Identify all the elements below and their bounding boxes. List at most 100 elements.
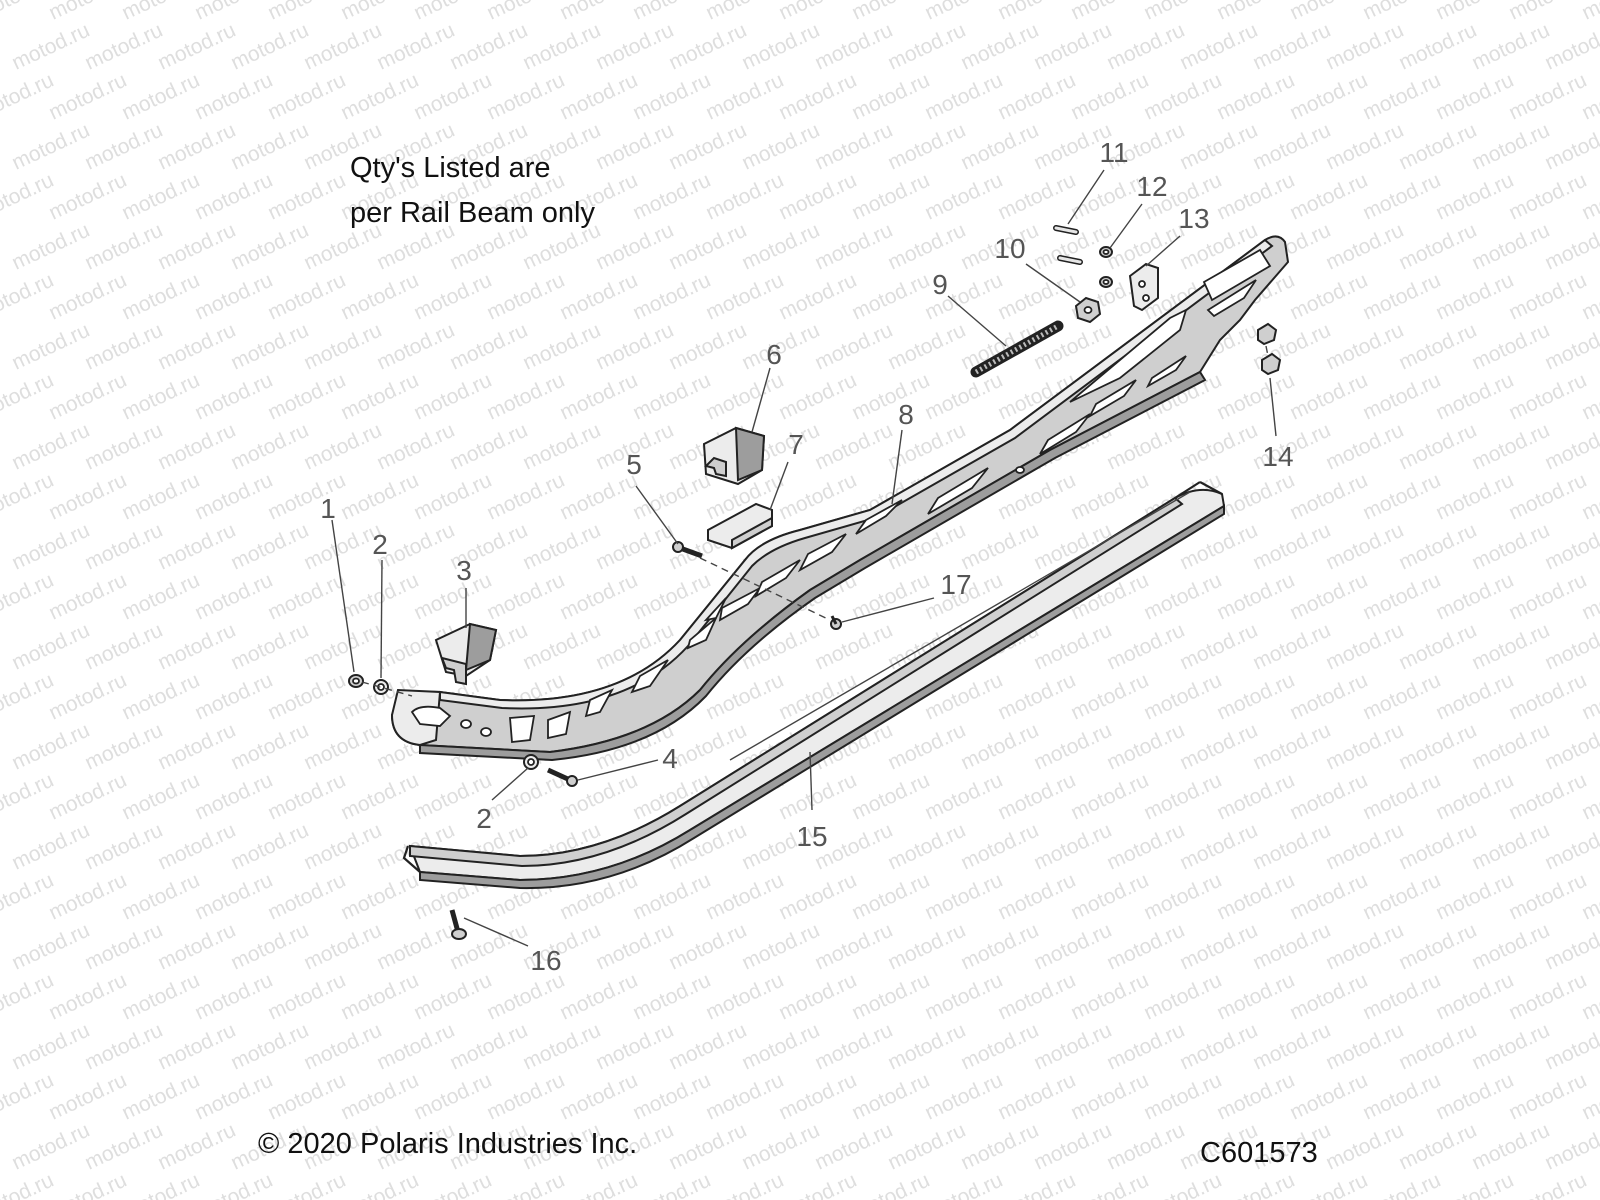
watermark-text: motod.ru xyxy=(446,419,531,475)
watermark-text: motod.ru xyxy=(1468,1119,1553,1175)
watermark-text: motod.ru xyxy=(884,19,969,75)
watermark-text: motod.ru xyxy=(994,1169,1079,1200)
callout-4: 4 xyxy=(662,743,678,774)
watermark-text: motod.ru xyxy=(1468,19,1553,75)
watermark-text: motod.ru xyxy=(702,969,787,1025)
watermark-text: motod.ru xyxy=(629,969,714,1025)
watermark-text: motod.ru xyxy=(191,769,276,825)
watermark-text: motod.ru xyxy=(1432,269,1517,325)
watermark-text: motod.ru xyxy=(1322,519,1407,575)
watermark-text: motod.ru xyxy=(0,1069,57,1125)
watermark-text: motod.ru xyxy=(1541,319,1600,375)
watermark-text: motod.ru xyxy=(884,219,969,275)
watermark-text: motod.ru xyxy=(1140,869,1225,925)
watermark-text: motod.ru xyxy=(191,69,276,125)
watermark-text: motod.ru xyxy=(337,269,422,325)
watermark-text: motod.ru xyxy=(1249,19,1334,75)
watermark-text: motod.ru xyxy=(1176,19,1261,75)
watermark-text: motod.ru xyxy=(702,269,787,325)
watermark-text: motod.ru xyxy=(264,969,349,1025)
watermark-text: motod.ru xyxy=(483,1169,568,1200)
watermark-text: motod.ru xyxy=(811,1119,896,1175)
watermark-text: motod.ru xyxy=(957,719,1042,775)
watermark-text: motod.ru xyxy=(191,1069,276,1125)
watermark-text: motod.ru xyxy=(629,69,714,125)
watermark-text: motod.ru xyxy=(1541,19,1600,75)
watermark-text: motod.ru xyxy=(300,419,385,475)
watermark-text: motod.ru xyxy=(227,319,312,375)
watermark-text: motod.ru xyxy=(702,369,787,425)
watermark-text: motod.ru xyxy=(629,269,714,325)
watermark-text: motod.ru xyxy=(592,219,677,275)
watermark-text: motod.ru xyxy=(994,669,1079,725)
callout-16: 16 xyxy=(530,945,561,976)
watermark-text: motod.ru xyxy=(1140,969,1225,1025)
watermark-text: motod.ru xyxy=(738,1119,823,1175)
watermark-text: motod.ru xyxy=(884,919,969,975)
watermark-text: motod.ru xyxy=(1213,69,1298,125)
watermark-text: motod.ru xyxy=(1541,819,1600,875)
watermark-text: motod.ru xyxy=(1103,1019,1188,1075)
watermark-text: motod.ru xyxy=(45,669,130,725)
watermark-text: motod.ru xyxy=(1213,669,1298,725)
callout-11: 11 xyxy=(1099,137,1128,168)
watermark-text: motod.ru xyxy=(1067,1169,1152,1200)
watermark-text: motod.ru xyxy=(1322,319,1407,375)
watermark-text: motod.ru xyxy=(1395,1119,1480,1175)
watermark-text: motod.ru xyxy=(1359,869,1444,925)
callouts: 1 2 3 4 2 5 6 7 8 9 10 11 12 13 14 15 16… xyxy=(320,137,1293,976)
watermark-text: motod.ru xyxy=(1505,969,1590,1025)
watermark-text: motod.ru xyxy=(1249,919,1334,975)
watermark-text: motod.ru xyxy=(300,919,385,975)
watermark-text: motod.ru xyxy=(0,269,57,325)
watermark-text: motod.ru xyxy=(1213,969,1298,1025)
watermark-text: motod.ru xyxy=(300,819,385,875)
watermark-text: motod.ru xyxy=(1395,719,1480,775)
watermark-text: motod.ru xyxy=(1468,619,1553,675)
watermark-text: motod.ru xyxy=(264,569,349,625)
watermark-text: motod.ru xyxy=(1359,269,1444,325)
watermark-text: motod.ru xyxy=(483,69,568,125)
watermark-text: motod.ru xyxy=(1103,919,1188,975)
watermark-text: motod.ru xyxy=(1541,119,1600,175)
watermark-text: motod.ru xyxy=(1213,769,1298,825)
watermark-text: motod.ru xyxy=(1322,219,1407,275)
watermark-text: motod.ru xyxy=(665,719,750,775)
watermark-text: motod.ru xyxy=(373,419,458,475)
watermark-text: motod.ru xyxy=(191,669,276,725)
watermark-text: motod.ru xyxy=(191,969,276,1025)
watermark-text: motod.ru xyxy=(1249,619,1334,675)
watermark-text: motod.ru xyxy=(884,719,969,775)
watermark-text: motod.ru xyxy=(1359,469,1444,525)
watermark-text: motod.ru xyxy=(1322,1019,1407,1075)
watermark-text: motod.ru xyxy=(848,869,933,925)
watermark-text: motod.ru xyxy=(483,969,568,1025)
watermark-text: motod.ru xyxy=(1176,819,1261,875)
watermark-text: motod.ru xyxy=(629,1069,714,1125)
watermark-text: motod.ru xyxy=(665,919,750,975)
watermark-text: motod.ru xyxy=(8,219,93,275)
watermark-text: motod.ru xyxy=(1505,769,1590,825)
watermark-text: motod.ru xyxy=(1322,619,1407,675)
copyright-notice: © 2020 Polaris Industries Inc. xyxy=(258,1128,638,1160)
watermark-text: motod.ru xyxy=(592,519,677,575)
watermark-text: motod.ru xyxy=(1286,269,1371,325)
watermark-text: motod.ru xyxy=(811,419,896,475)
watermark-text: motod.ru xyxy=(1505,569,1590,625)
watermark-text: motod.ru xyxy=(1359,69,1444,125)
wear-block xyxy=(702,426,766,486)
watermark-text: motod.ru xyxy=(118,169,203,225)
watermark-text: motod.ru xyxy=(629,469,714,525)
watermark-text: motod.ru xyxy=(1359,769,1444,825)
watermark-text: motod.ru xyxy=(0,169,57,225)
watermark-text: motod.ru xyxy=(8,419,93,475)
watermark-text: motod.ru xyxy=(1103,619,1188,675)
watermark-text: motod.ru xyxy=(848,1169,933,1200)
watermark-text: motod.ru xyxy=(1213,369,1298,425)
watermark-text: motod.ru xyxy=(1541,219,1600,275)
watermark-text: motod.ru xyxy=(1505,869,1590,925)
watermark-text: motod.ru xyxy=(592,1019,677,1075)
watermark-text: motod.ru xyxy=(300,1019,385,1075)
watermark-text: motod.ru xyxy=(775,1169,860,1200)
